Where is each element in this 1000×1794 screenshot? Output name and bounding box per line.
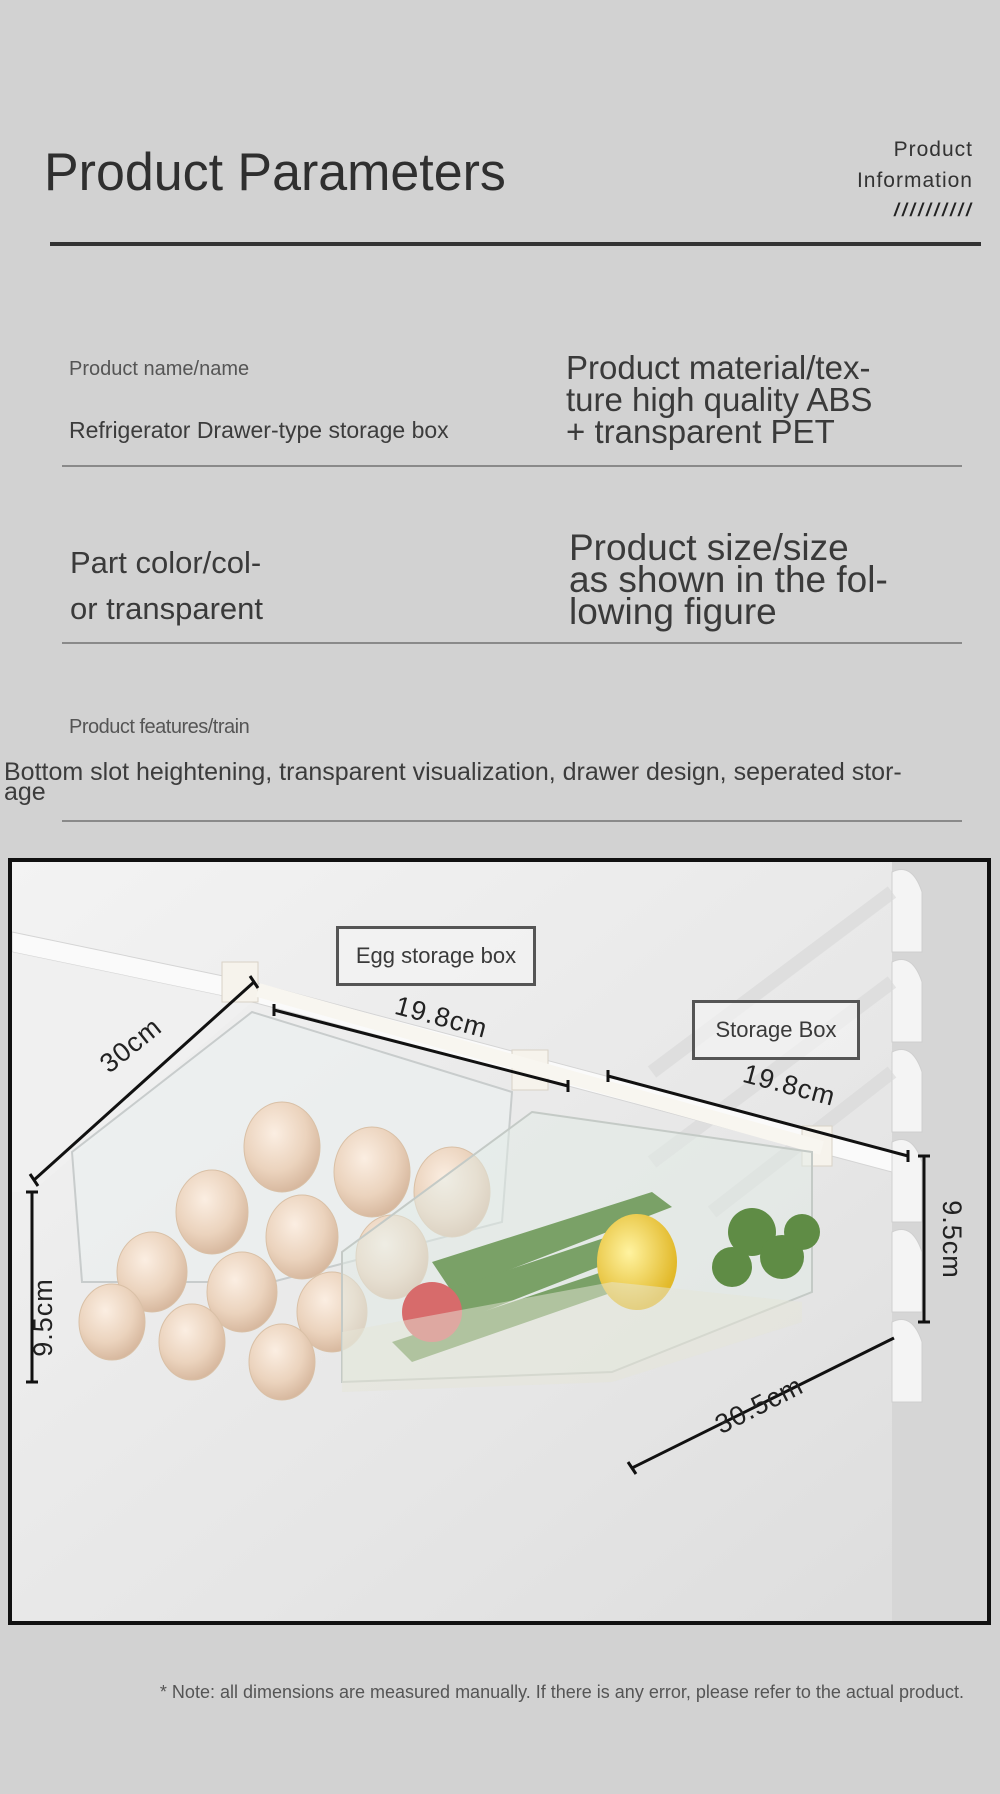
product-material: Product material/tex- ture high quality … — [566, 349, 873, 450]
measurement-note: * Note: all dimensions are measured manu… — [159, 1682, 964, 1702]
row-divider — [62, 642, 962, 644]
egg-storage-box-tag: Egg storage box — [336, 926, 536, 986]
header-divider — [50, 242, 981, 246]
info-line-2: Information — [856, 169, 973, 192]
color-line-1: Part color/col- — [70, 545, 262, 580]
features-line-2: age — [4, 778, 46, 806]
page-title: Product Parameters — [44, 143, 506, 202]
features-value: Bottom slot heightening, transparent vis… — [4, 758, 902, 806]
row-divider — [62, 820, 962, 822]
material-line-3: + transparent PET — [566, 413, 835, 450]
product-name-label: Product name/name — [69, 358, 250, 380]
size-line-3: lowing figure — [569, 591, 777, 632]
dim-height-left: 9.5cm — [27, 1278, 58, 1357]
material-line-2: ture high quality ABS — [566, 381, 873, 418]
product-name-value: Refrigerator Drawer-type storage box — [69, 417, 449, 443]
dim-height-right: 9.5cm — [936, 1200, 967, 1279]
info-line-1: Product — [893, 138, 973, 161]
size-line-1: Product size/size — [569, 527, 849, 568]
features-line-1: Bottom slot heightening, transparent vis… — [4, 758, 902, 786]
material-line-1: Product material/tex- — [566, 349, 871, 386]
product-photo: Egg storage box Storage Box 30cm 19.8cm … — [8, 858, 991, 1625]
part-color: Part color/col- or transparent — [70, 540, 263, 632]
features-label: Product features/train — [69, 716, 250, 738]
size-line-2: as shown in the fol- — [569, 559, 888, 600]
product-information-label: Product Information — [857, 134, 973, 196]
decorative-slashes: ////////// — [893, 200, 974, 220]
storage-box-tag: Storage Box — [692, 1000, 860, 1060]
row-divider — [62, 465, 962, 467]
color-line-2: or transparent — [70, 591, 263, 626]
product-size: Product size/size as shown in the fol- l… — [569, 527, 888, 632]
fridge-scene-illustration — [12, 862, 987, 1621]
